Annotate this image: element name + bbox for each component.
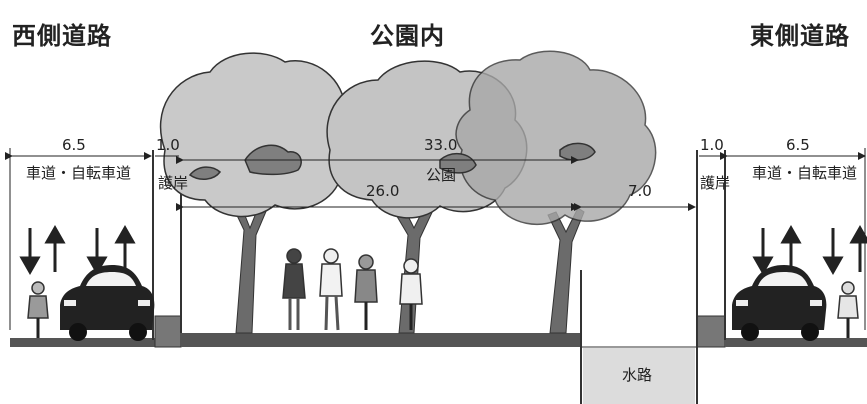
label-waterway: 水路 (622, 366, 652, 384)
label-east-road-use: 車道・自転車道 (752, 164, 857, 182)
dim-west-road: 6.5 (62, 136, 86, 154)
cyclist-east (837, 281, 859, 338)
tree-canopies (159, 50, 657, 226)
label-west-revetment: 護岸 (158, 174, 188, 192)
traffic-arrows-west (19, 224, 136, 276)
label-west-road-use: 車道・自転車道 (26, 164, 131, 182)
header-west-road: 西側道路 (12, 22, 112, 50)
dim-east-road: 6.5 (786, 136, 810, 154)
label-east-revetment: 護岸 (700, 174, 730, 192)
dimension-lines (5, 148, 866, 330)
cyclist-west (27, 281, 49, 338)
park-people (282, 248, 423, 331)
traffic-arrows-east (752, 224, 867, 276)
car-west (60, 265, 155, 341)
waterway-channel (580, 270, 698, 404)
header-park-interior: 公園内 (370, 22, 445, 50)
dim-park-land: 26.0 (366, 182, 399, 200)
dim-waterway: 7.0 (628, 182, 652, 200)
label-park: 公園 (426, 166, 456, 184)
dim-park-total: 33.0 (424, 136, 457, 154)
ground-profile (10, 150, 867, 348)
header-east-road: 東側道路 (750, 22, 850, 50)
dim-east-revetment: 1.0 (700, 136, 724, 154)
dim-west-revetment: 1.0 (156, 136, 180, 154)
car-east (732, 265, 827, 341)
